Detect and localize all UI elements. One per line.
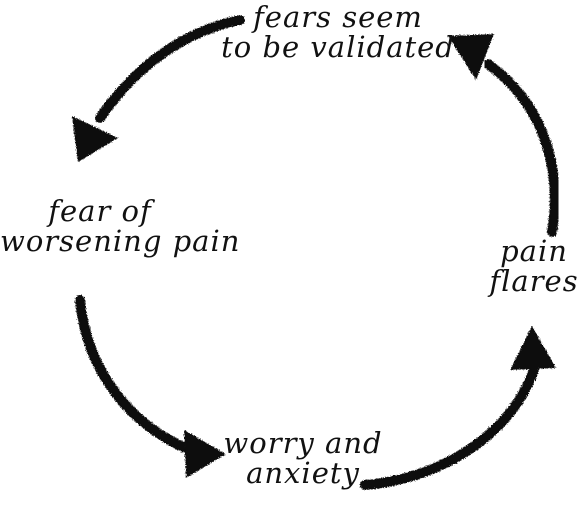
- stage-pain-flares: pain flares: [488, 236, 580, 296]
- stage-label-line: pain: [500, 234, 568, 268]
- arrowhead: [510, 326, 556, 370]
- arrowhead: [184, 430, 226, 478]
- stage-fears-validated: fears seem to be validated: [218, 2, 458, 62]
- stage-label-line: flares: [489, 264, 579, 298]
- arrow-fear-to-worry: [75, 295, 226, 478]
- stage-label-line: to be validated: [221, 30, 455, 64]
- arrowhead: [72, 116, 118, 162]
- stage-label-line: worsening pain: [0, 224, 241, 258]
- arrow-worry-to-flares: [360, 326, 556, 490]
- arrow-flares-to-validated: [448, 34, 560, 237]
- arrow-shaft: [360, 357, 541, 490]
- arrow-shaft: [75, 295, 200, 457]
- stage-fear-of-worsening-pain: fear of worsening pain: [0, 194, 241, 258]
- stage-label-line: fears seem: [253, 0, 423, 34]
- arrowhead: [448, 34, 494, 80]
- stage-label-line: anxiety: [246, 456, 360, 490]
- stage-label-line: worry and: [223, 426, 383, 460]
- arrow-validated-to-fear: [72, 15, 245, 162]
- stage-label-line: fear of: [48, 194, 152, 228]
- arrow-shaft: [95, 15, 245, 123]
- stage-worry-and-anxiety: worry and anxiety: [218, 428, 388, 488]
- arrow-shaft: [483, 59, 560, 237]
